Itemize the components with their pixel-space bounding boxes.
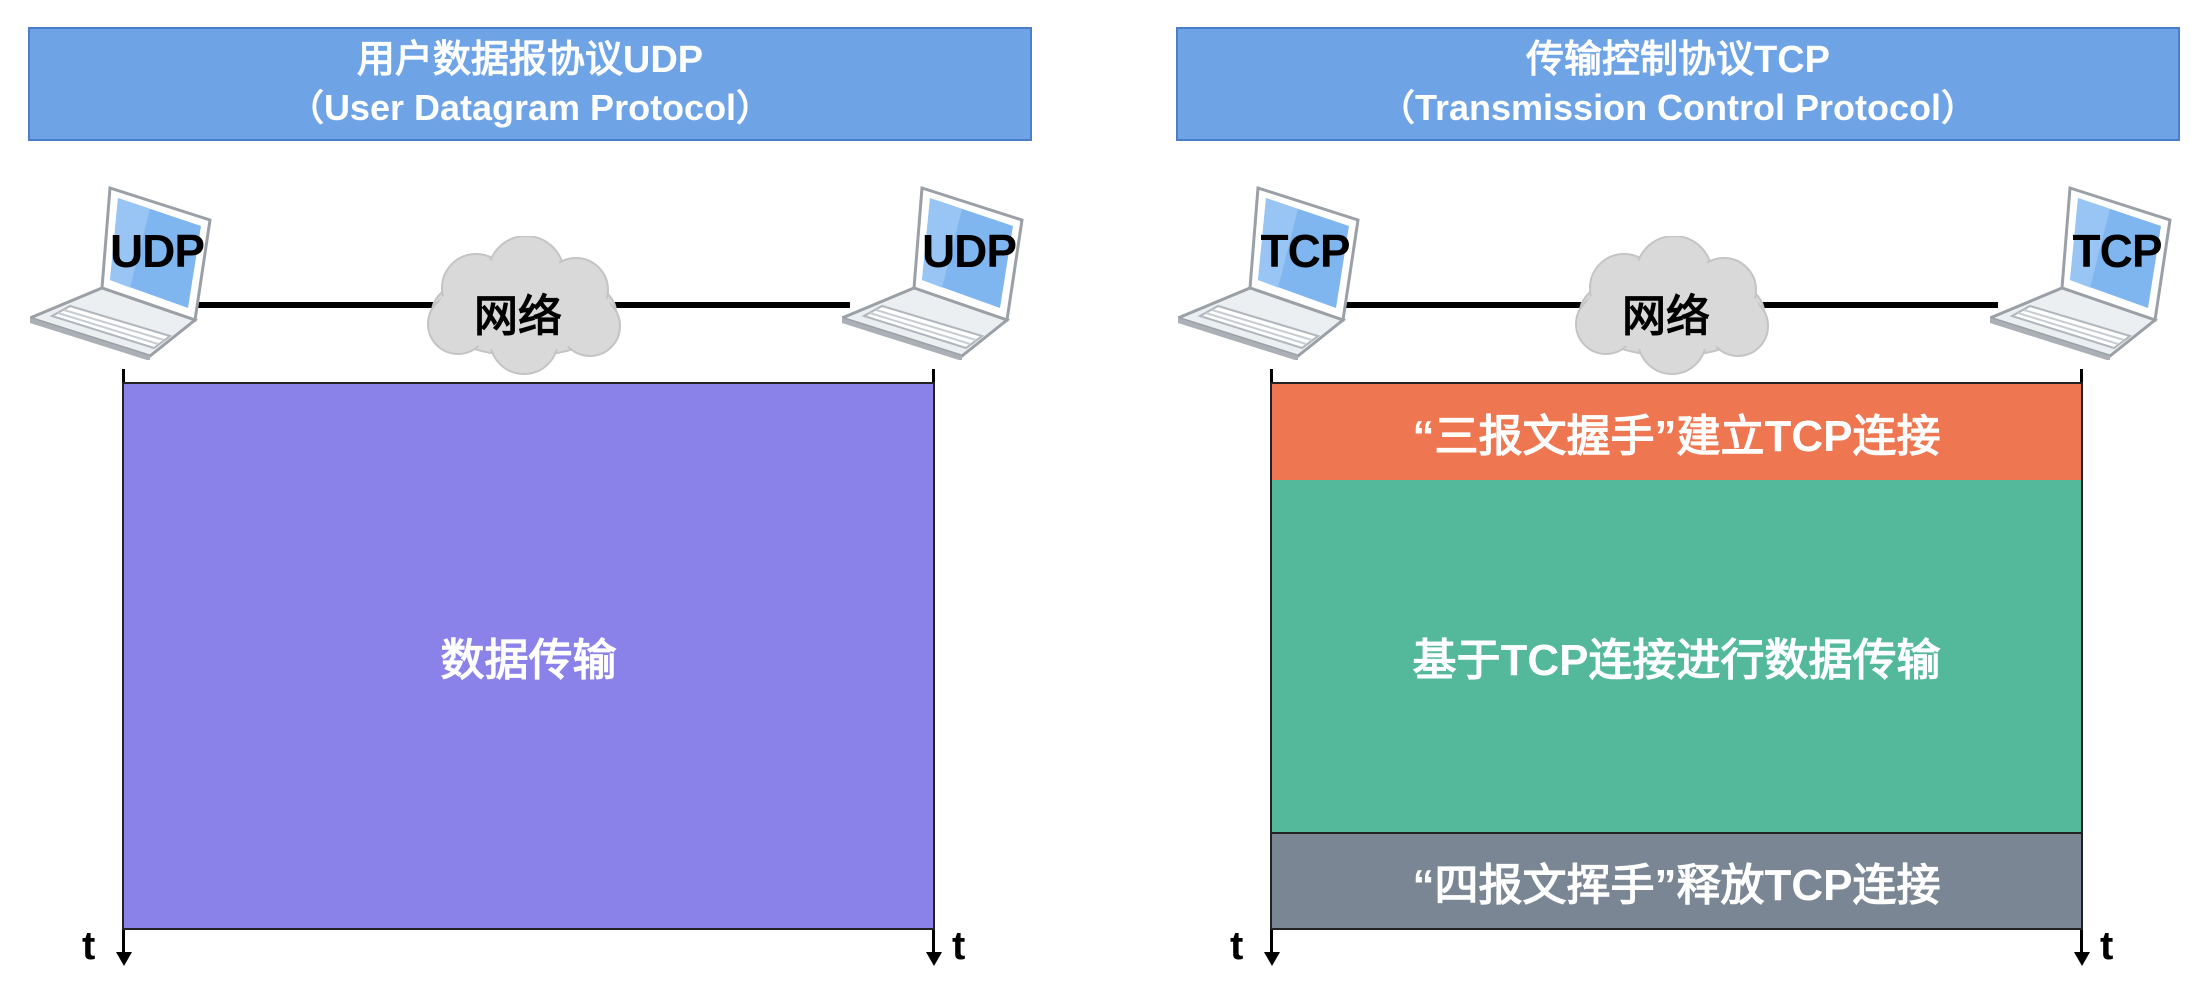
udp-time-left: t [82, 924, 96, 968]
tcp-data-transfer-block: 基于TCP连接进行数据传输 [1270, 480, 2083, 834]
tcp-title: 传输控制协议TCP [1525, 39, 1830, 81]
arrow-down-icon [116, 952, 132, 966]
udp-header: 用户数据报协议UDP （User Datagram Protocol） [28, 27, 1032, 141]
laptop-icon [842, 185, 1024, 360]
laptop-icon [30, 185, 212, 360]
udp-title: 用户数据报协议UDP [356, 39, 704, 81]
udp-right-host: UDP [842, 180, 1032, 360]
udp-subtitle: （User Datagram Protocol） [287, 87, 773, 128]
tcp-time-right: t [2100, 924, 2114, 968]
cloud-icon [1575, 236, 1769, 375]
laptop-icon [1178, 185, 1360, 360]
tcp-panel: 传输控制协议TCP （Transmission Control Protocol… [1148, 0, 2212, 1002]
udp-left-label: UDP [109, 225, 205, 277]
arrow-down-icon [2074, 952, 2090, 966]
tcp-right-label: TCP [2072, 225, 2163, 277]
cloud-icon [427, 236, 621, 375]
arrow-down-icon [1264, 952, 1280, 966]
tcp-left-host: TCP [1178, 180, 1368, 360]
udp-left-host: UDP [30, 180, 220, 360]
tcp-handshake-block: “三报文握手”建立TCP连接 [1270, 382, 2083, 482]
tcp-right-host: TCP [1990, 180, 2180, 360]
network-label: 网络 [474, 292, 562, 341]
udp-time-right: t [952, 924, 966, 968]
tcp-header: 传输控制协议TCP （Transmission Control Protocol… [1176, 27, 2180, 141]
network-label: 网络 [1622, 292, 1710, 341]
udp-panel: 用户数据报协议UDP （User Datagram Protocol） 网络 [28, 27, 1032, 968]
arrow-down-icon [926, 952, 942, 966]
udp-right-label: UDP [921, 225, 1017, 277]
tcp-left-label: TCP [1260, 225, 1351, 277]
udp-data-transfer-block: 数据传输 [122, 382, 935, 930]
tcp-teardown-block: “四报文挥手”释放TCP连接 [1270, 832, 2083, 930]
tcp-time-left: t [1230, 924, 1244, 968]
tcp-subtitle: （Transmission Control Protocol） [1378, 87, 1978, 128]
laptop-icon [1990, 185, 2172, 360]
